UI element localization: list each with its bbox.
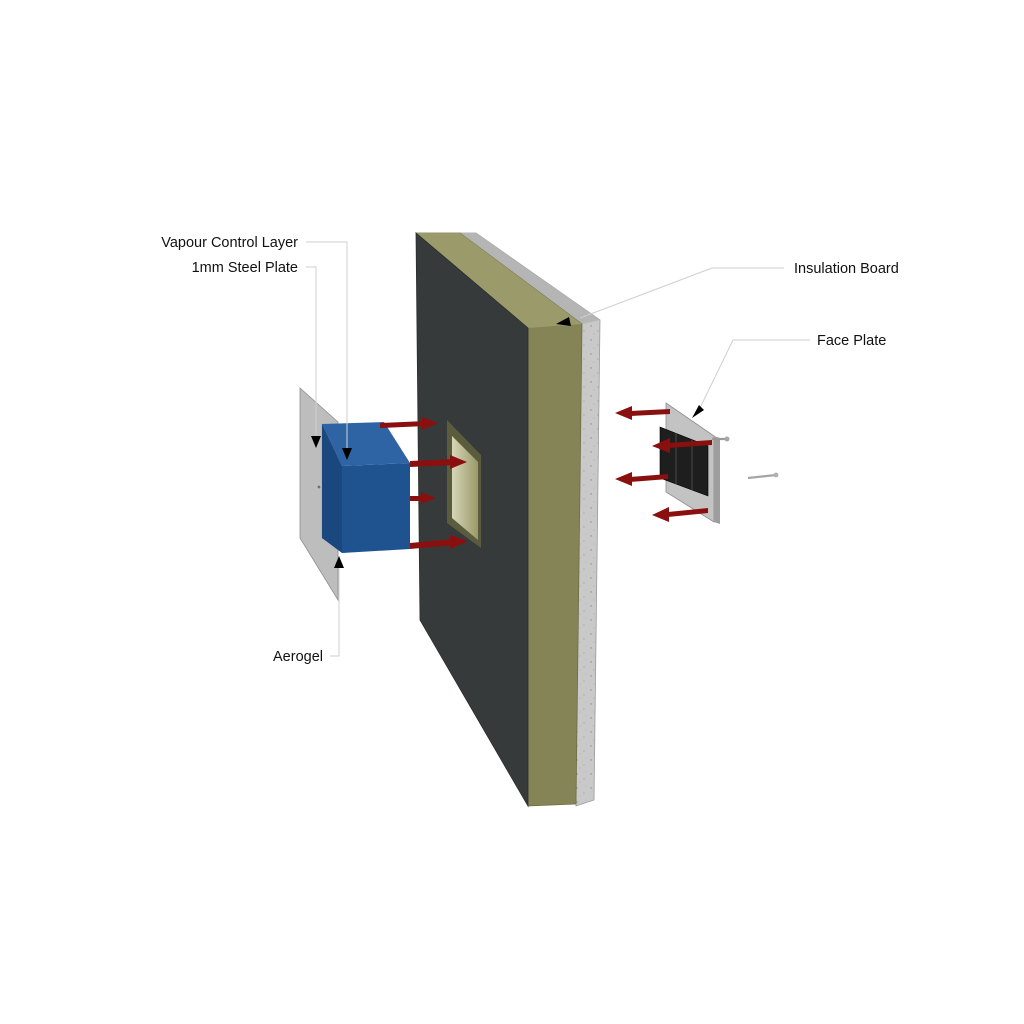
left-components bbox=[299, 387, 410, 602]
label-aerogel: Aerogel bbox=[273, 649, 323, 665]
steel-plate-hole bbox=[317, 485, 321, 489]
concrete-top-edge bbox=[460, 233, 600, 324]
leader-arrowhead-steel bbox=[311, 436, 321, 448]
leader-arrowhead-faceplate bbox=[692, 405, 704, 418]
wall-assembly bbox=[414, 232, 601, 808]
aerogel-block-front bbox=[342, 463, 410, 553]
arrow-right-2 bbox=[652, 438, 712, 453]
callout-labels: Vapour Control Layer 1mm Steel Plate Aer… bbox=[161, 235, 899, 665]
aerogel-block-top bbox=[322, 422, 410, 466]
right-components bbox=[659, 402, 779, 524]
leader-arrowhead-aerogel bbox=[334, 556, 344, 568]
arrow-left-2 bbox=[410, 455, 467, 469]
leader-insulation-board bbox=[579, 267, 784, 319]
arrow-right-1 bbox=[615, 406, 670, 420]
arrow-right-4 bbox=[652, 507, 708, 522]
face-plate-edge bbox=[714, 436, 720, 524]
screw-loose bbox=[747, 473, 777, 480]
leader-face-plate bbox=[699, 339, 810, 409]
leader-arrowhead-insulation bbox=[556, 317, 571, 326]
leader-steel-plate bbox=[306, 266, 317, 435]
leader-aerogel bbox=[330, 568, 340, 657]
leader-vapour-control-layer bbox=[306, 241, 348, 448]
assembly-arrows bbox=[380, 406, 712, 549]
arrow-left-4 bbox=[410, 535, 468, 549]
arrow-right-3 bbox=[615, 472, 668, 486]
insulation-top-edge bbox=[416, 233, 582, 328]
arrow-left-3 bbox=[410, 492, 436, 504]
callout-leaders bbox=[306, 241, 810, 657]
leader-arrowhead-vapour bbox=[342, 448, 352, 460]
label-insulation-board: Insulation Board bbox=[794, 261, 899, 277]
label-face-plate: Face Plate bbox=[817, 333, 886, 349]
arrow-left-1 bbox=[380, 417, 438, 430]
label-vapour-control-layer: Vapour Control Layer bbox=[161, 235, 298, 251]
aerogel-block-side bbox=[322, 424, 342, 553]
label-steel-plate: 1mm Steel Plate bbox=[192, 260, 298, 276]
